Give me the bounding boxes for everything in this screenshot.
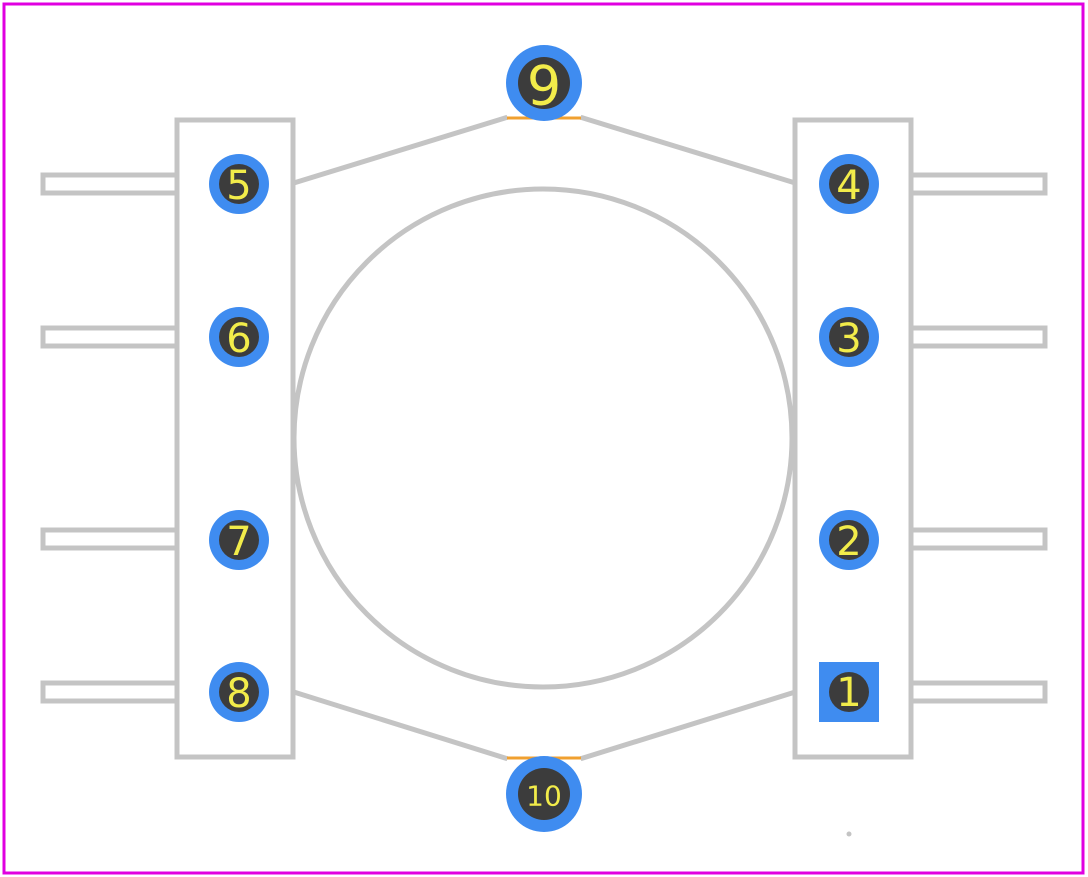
pad-1[interactable]: 1 [819, 662, 879, 722]
pad-9[interactable]: 9 [506, 45, 582, 121]
pin-lead-right-1 [908, 172, 1048, 196]
pad-label: 2 [836, 519, 861, 565]
pad-5[interactable]: 5 [209, 154, 269, 214]
pad-10[interactable]: 10 [506, 756, 582, 832]
pin-lead-right-4 [908, 680, 1048, 704]
pin-lead-right-3 [908, 527, 1048, 551]
pad-3[interactable]: 3 [819, 307, 879, 367]
pad-6[interactable]: 6 [209, 307, 269, 367]
pad-7[interactable]: 7 [209, 510, 269, 570]
pad-label: 5 [226, 163, 251, 209]
silkscreen-layer [40, 114, 1048, 762]
core-line-top-left [293, 114, 509, 186]
pad-label: 1 [836, 670, 861, 716]
pad-label: 8 [226, 671, 251, 717]
pad-layer: 1 2 3 4 5 6 [209, 45, 879, 832]
core-line-bottom-right [579, 689, 796, 762]
pad-2[interactable]: 2 [819, 510, 879, 570]
pad-8[interactable]: 8 [209, 662, 269, 722]
right-body-outline [792, 117, 914, 760]
pin-lead-left-4 [40, 680, 180, 704]
pin-lead-left-3 [40, 527, 180, 551]
core-circle [291, 186, 795, 690]
pad-label: 7 [226, 519, 251, 565]
pad-label: 4 [836, 163, 861, 209]
pad-label: 9 [527, 55, 561, 118]
pad-4[interactable]: 4 [819, 154, 879, 214]
pin-lead-right-2 [908, 325, 1048, 349]
core-line-top-right [579, 114, 796, 186]
pin-lead-left-2 [40, 325, 180, 349]
pad-label: 3 [836, 316, 861, 362]
left-body-outline [174, 117, 296, 760]
origin-marker [846, 831, 852, 837]
pin-lead-left-1 [40, 172, 180, 196]
pad-label: 6 [226, 316, 251, 362]
pad-label: 10 [526, 780, 562, 813]
core-line-bottom-left [293, 689, 509, 762]
